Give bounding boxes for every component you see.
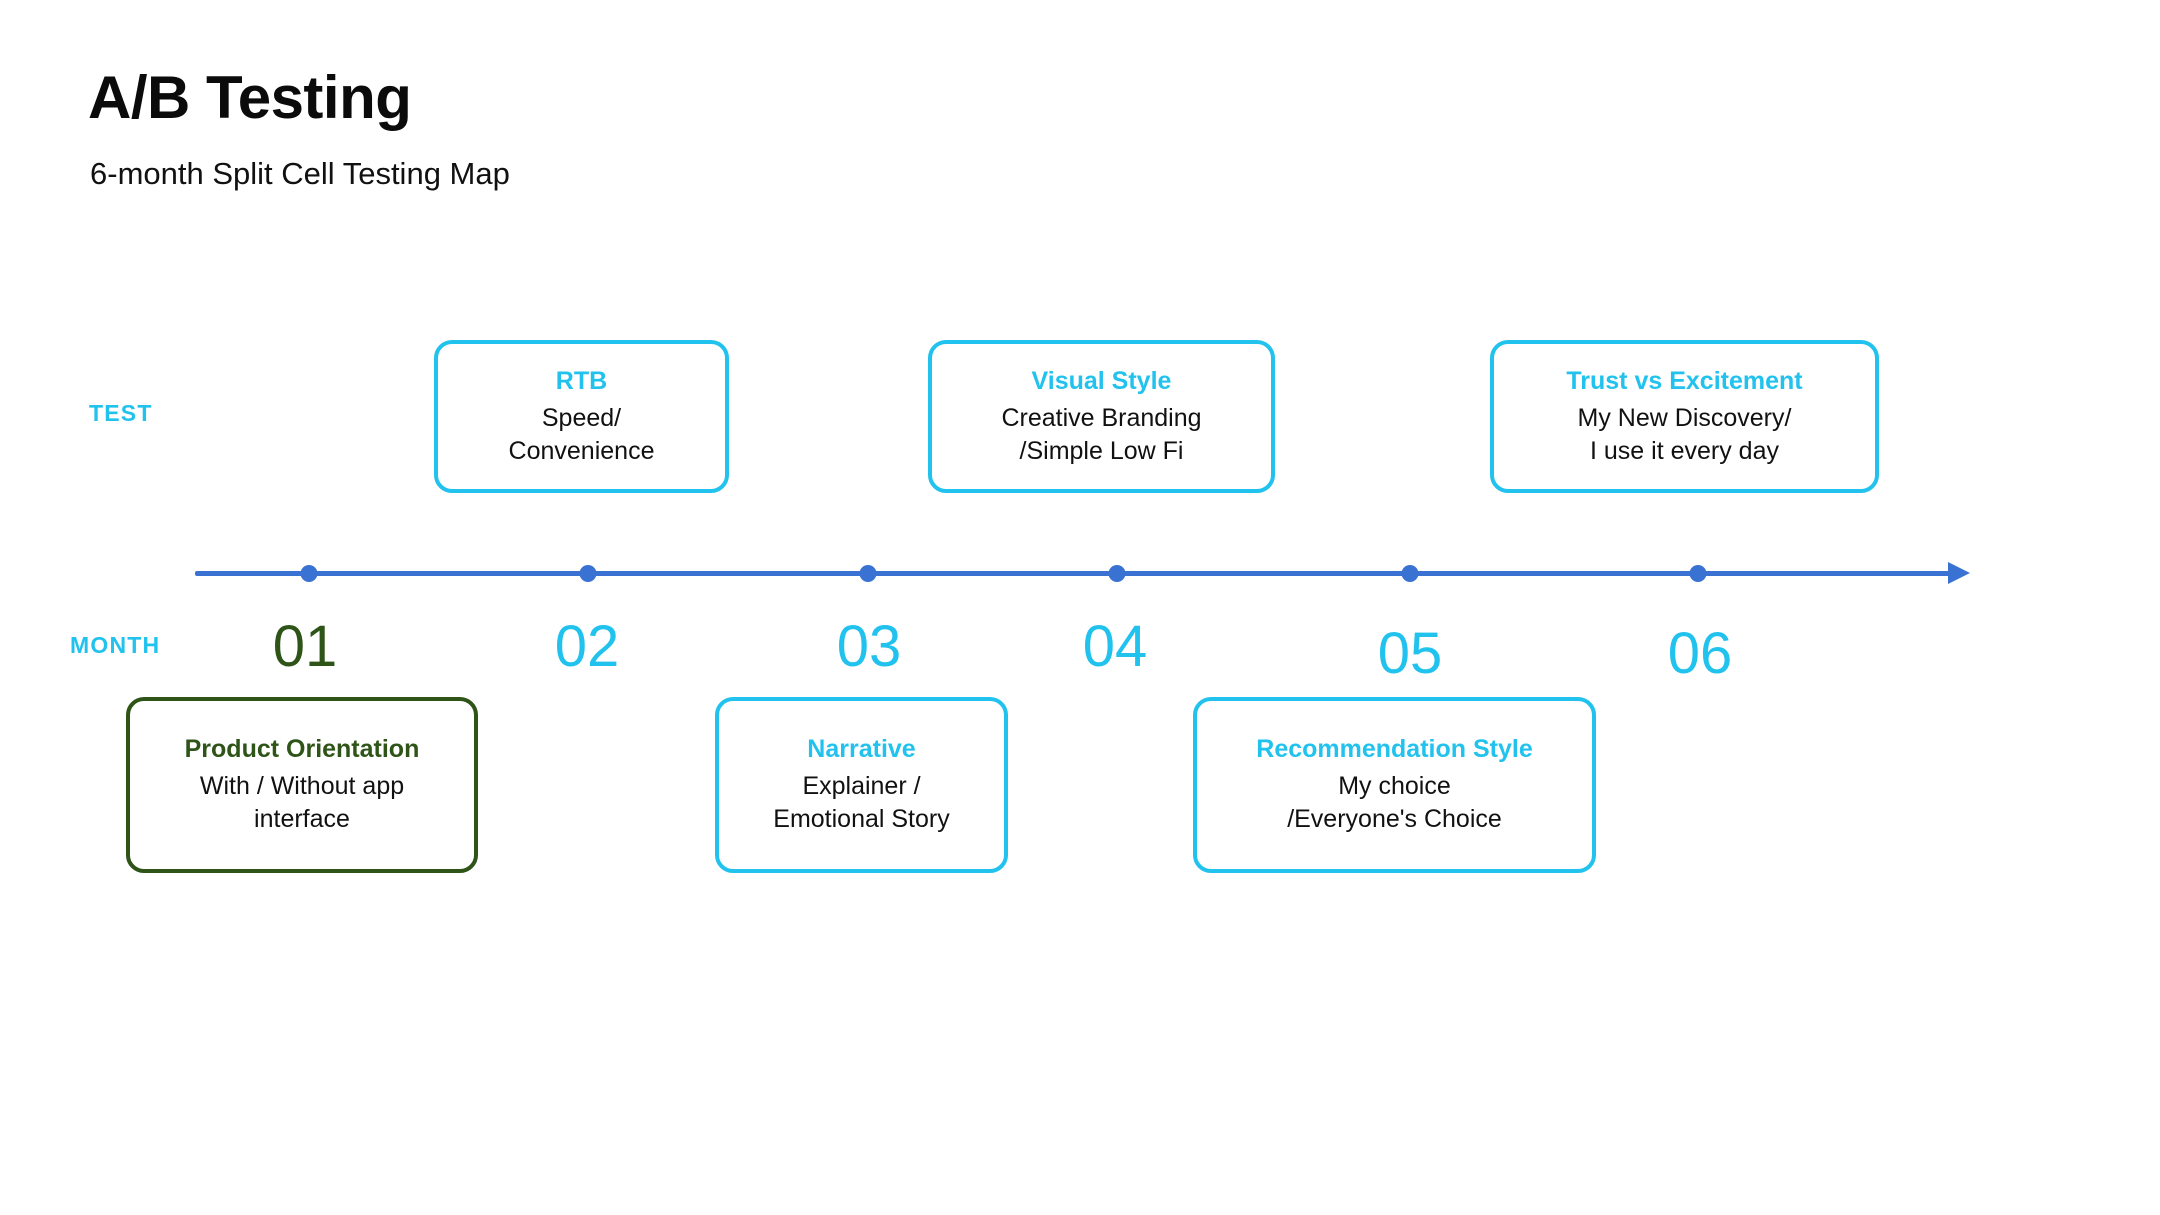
timeline-dot-06[interactable] xyxy=(1689,565,1707,582)
test-card-visual-style-line1: Creative Branding xyxy=(1001,403,1202,432)
month-number-05: 05 xyxy=(1377,621,1443,686)
month-card-product-orientation[interactable]: Product Orientation With / Without app i… xyxy=(126,697,478,873)
test-card-rtb-line1: Speed/ xyxy=(541,403,622,432)
test-card-trust-vs-excitement-line2: I use it every day xyxy=(1590,436,1779,465)
test-card-visual-style[interactable]: Visual Style Creative Branding /Simple L… xyxy=(928,340,1275,493)
month-card-narrative-line1: Explainer / xyxy=(802,772,921,801)
timeline-dot-03[interactable] xyxy=(859,565,877,582)
test-card-rtb[interactable]: RTB Speed/ Convenience xyxy=(434,340,729,493)
timeline-axis xyxy=(195,571,1965,576)
timeline-arrow-icon xyxy=(1948,562,1970,584)
timeline-dot-02[interactable] xyxy=(579,565,597,582)
month-card-narrative-title: Narrative xyxy=(807,735,916,764)
row-label-test: TEST xyxy=(89,400,153,426)
test-card-rtb-title: RTB xyxy=(555,366,608,395)
month-number-03: 03 xyxy=(836,614,902,679)
timeline-dot-01[interactable] xyxy=(300,565,318,582)
page-title: A/B Testing xyxy=(88,64,412,131)
test-card-rtb-line2: Convenience xyxy=(508,436,655,465)
month-card-recommendation-style-line2: /Everyone's Choice xyxy=(1287,805,1502,834)
month-card-narrative[interactable]: Narrative Explainer / Emotional Story xyxy=(715,697,1008,873)
timeline-dot-04[interactable] xyxy=(1108,565,1126,582)
test-card-trust-vs-excitement-line1: My New Discovery/ xyxy=(1577,403,1792,432)
month-card-recommendation-style[interactable]: Recommendation Style My choice /Everyone… xyxy=(1193,697,1596,873)
month-card-product-orientation-line1: With / Without app xyxy=(199,772,405,801)
test-card-visual-style-title: Visual Style xyxy=(1031,366,1172,395)
month-number-02: 02 xyxy=(554,614,620,679)
row-label-month: MONTH xyxy=(70,632,161,658)
month-number-06: 06 xyxy=(1667,621,1733,686)
timeline-dot-05[interactable] xyxy=(1401,565,1419,582)
month-card-recommendation-style-line1: My choice xyxy=(1338,772,1451,801)
month-number-04: 04 xyxy=(1082,614,1148,679)
month-card-narrative-line2: Emotional Story xyxy=(773,805,950,834)
page-subtitle: 6-month Split Cell Testing Map xyxy=(90,156,510,191)
test-card-trust-vs-excitement[interactable]: Trust vs Excitement My New Discovery/ I … xyxy=(1490,340,1879,493)
month-card-product-orientation-line2: interface xyxy=(254,805,350,834)
month-card-product-orientation-title: Product Orientation xyxy=(184,735,420,764)
test-card-trust-vs-excitement-title: Trust vs Excitement xyxy=(1566,366,1803,395)
month-number-01: 01 xyxy=(272,614,338,679)
month-card-recommendation-style-title: Recommendation Style xyxy=(1256,735,1533,764)
test-card-visual-style-line2: /Simple Low Fi xyxy=(1019,436,1184,465)
